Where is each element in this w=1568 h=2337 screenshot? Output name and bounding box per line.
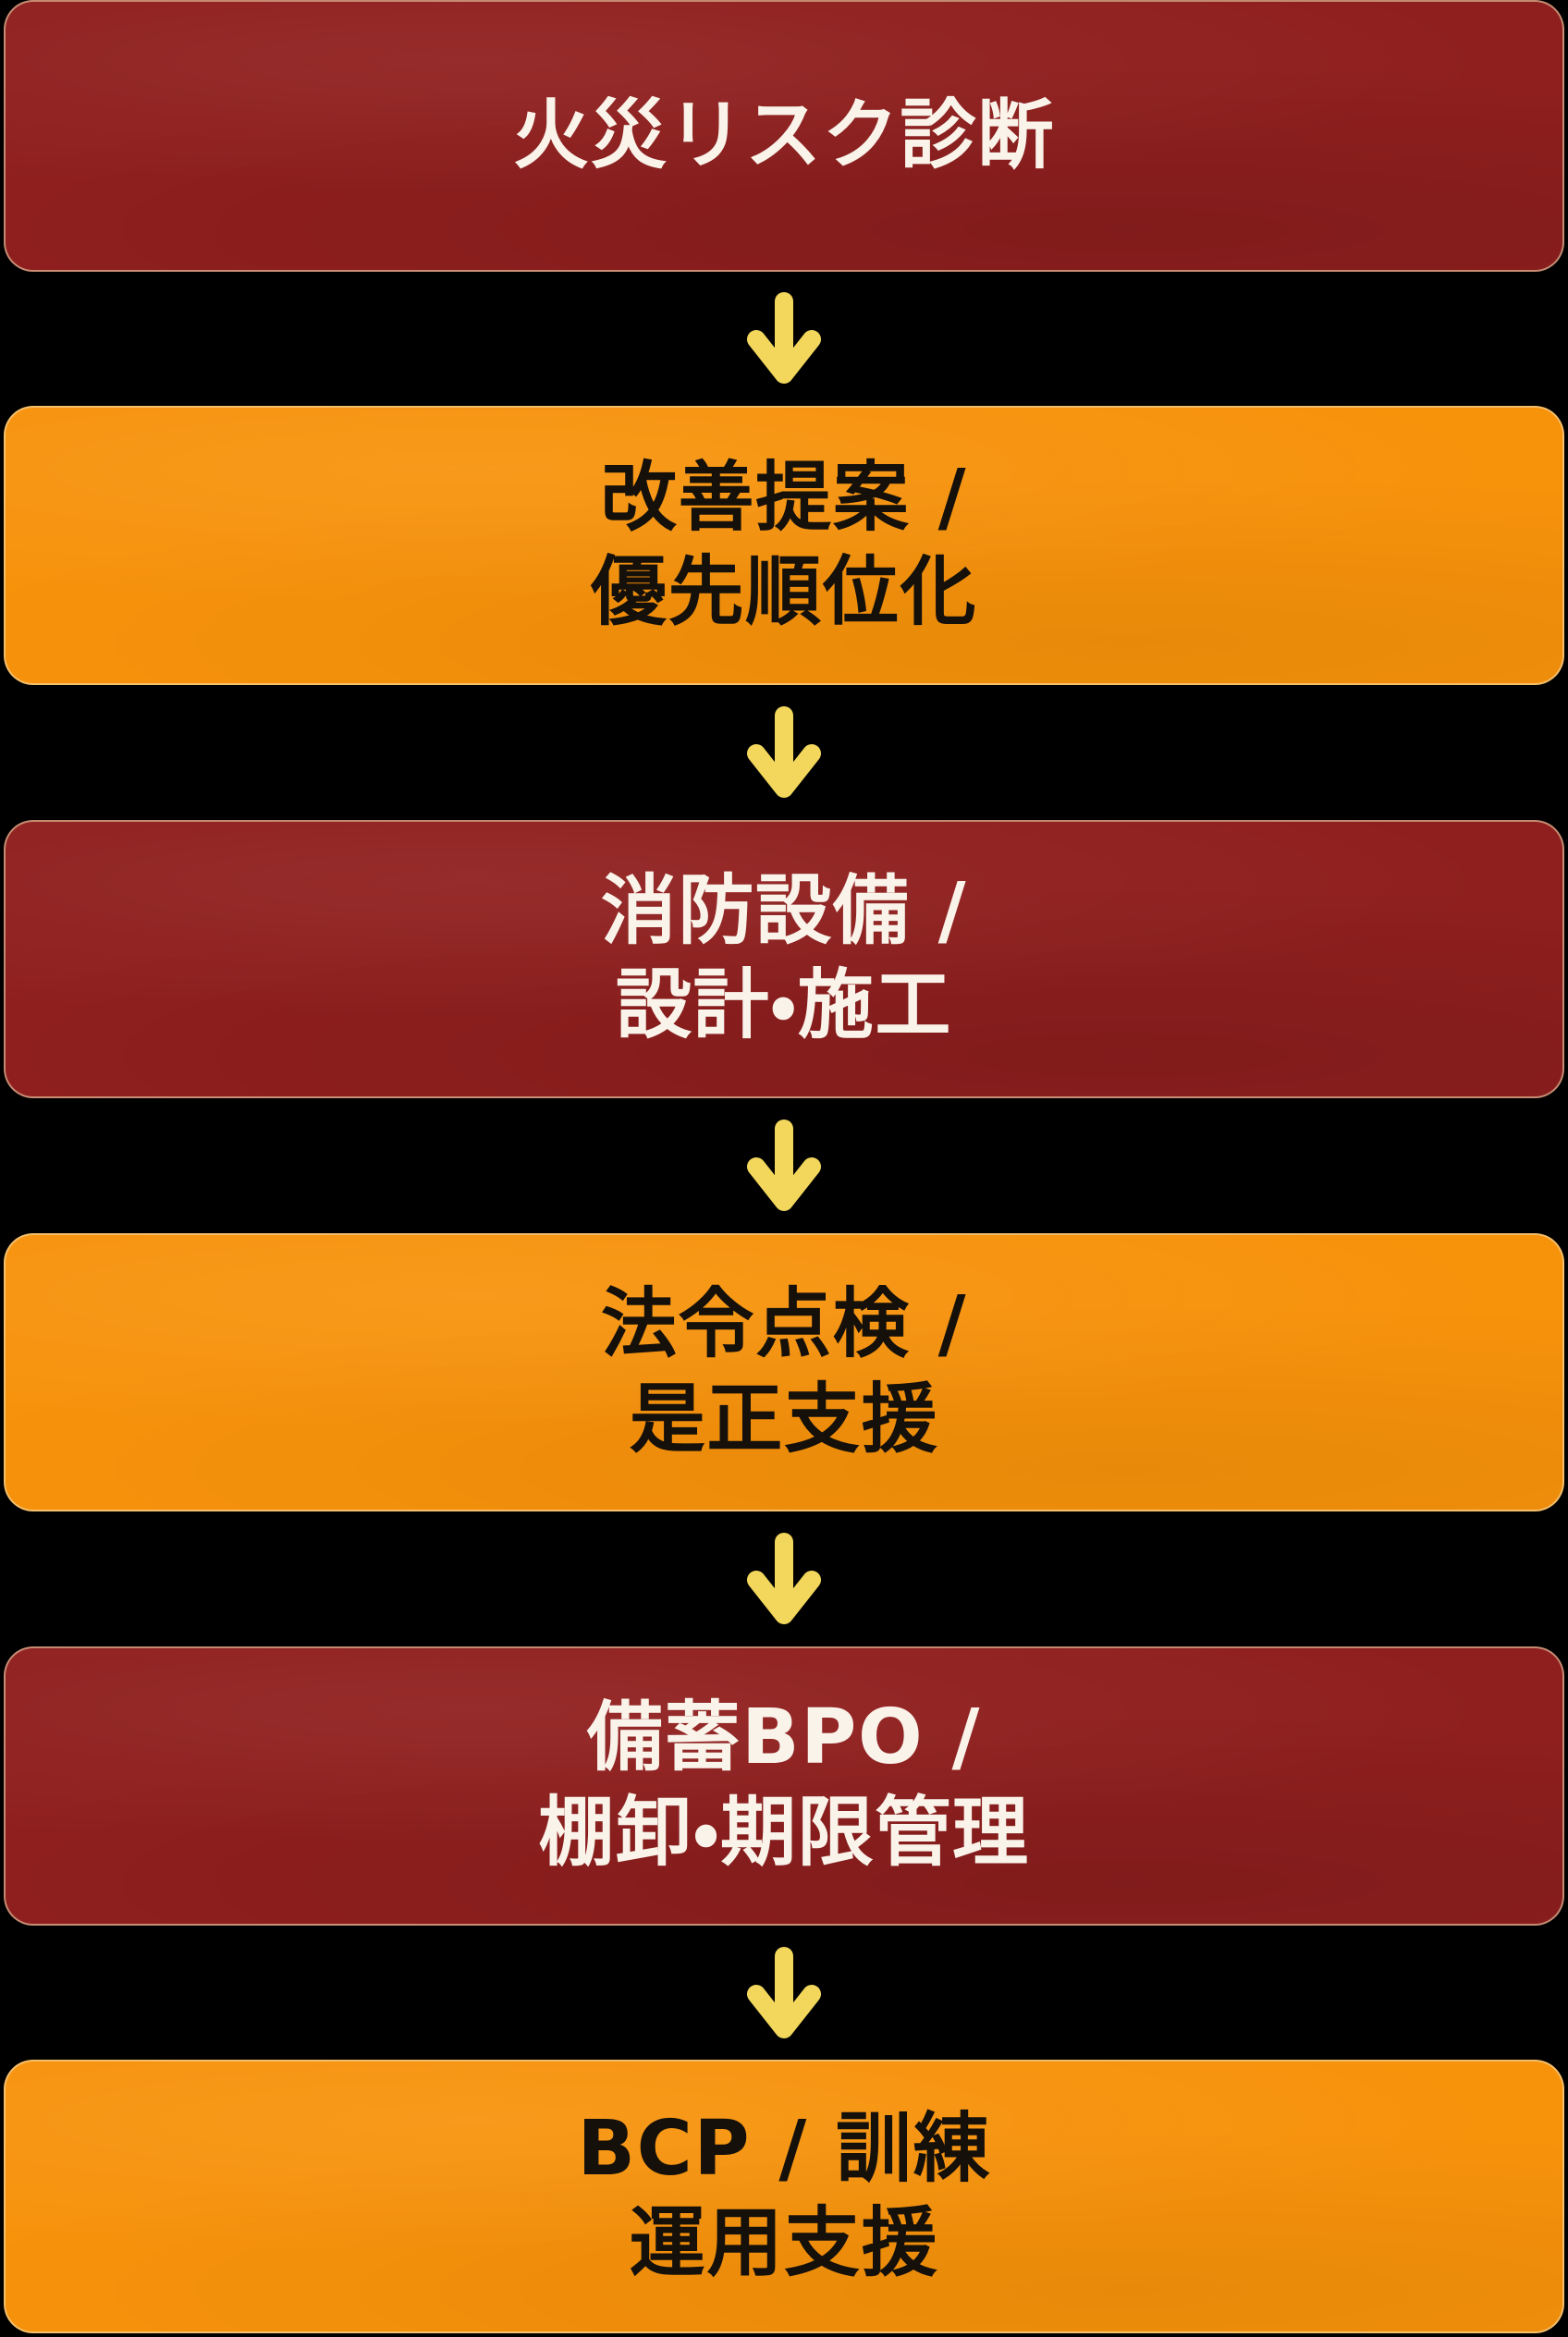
step-stockpile-bpo-inventory-expiry: 備蓄BPO / 棚卸・期限管理: [4, 1646, 1564, 1926]
flow-connector: [0, 1098, 1568, 1233]
step-label-line-1: BCP / 訓練: [577, 2104, 991, 2193]
step-label-line-2: 運用支援: [629, 2199, 939, 2288]
flow-connector: [0, 685, 1568, 820]
step-label-line-1: 改善提案 /: [600, 453, 968, 542]
flow-connector: [0, 1926, 1568, 2061]
step-label-line-1: 備蓄BPO /: [586, 1694, 982, 1782]
step-label-line-1: 消防設備 /: [600, 866, 968, 955]
step-label-line-1: 法令点検 /: [600, 1280, 968, 1369]
step-fire-risk-diagnosis: 火災リスク診断: [4, 0, 1564, 272]
step-fire-equipment-design-construction: 消防設備 / 設計・施工: [4, 819, 1564, 1099]
step-label: 火災リスク診断: [513, 91, 1055, 179]
step-label-line-2: 優先順位化: [590, 548, 978, 637]
step-label-line-2: 棚卸・期限管理: [538, 1788, 1030, 1877]
flow-connector: [0, 272, 1568, 407]
down-arrow-icon: [747, 1119, 821, 1213]
step-improvement-proposal-prioritization: 改善提案 / 優先順位化: [4, 406, 1564, 685]
step-label-line-2: 設計・施工: [615, 961, 953, 1050]
step-bcp-training-operation-support: BCP / 訓練 運用支援: [4, 2060, 1564, 2334]
step-label-line-2: 是正支援: [629, 1375, 939, 1463]
down-arrow-icon: [747, 1946, 821, 2040]
down-arrow-icon: [747, 1532, 821, 1626]
down-arrow-icon: [747, 291, 821, 385]
step-legal-inspection-correction-support: 法令点検 / 是正支援: [4, 1232, 1564, 1512]
down-arrow-icon: [747, 705, 821, 800]
flow-connector: [0, 1511, 1568, 1646]
